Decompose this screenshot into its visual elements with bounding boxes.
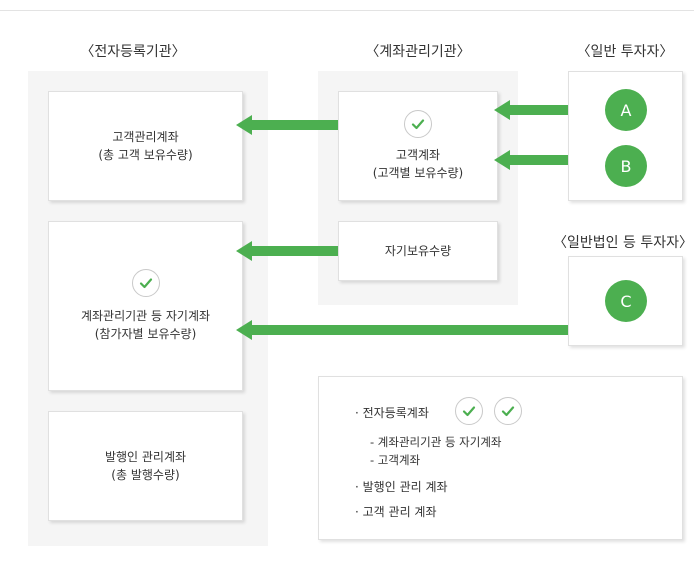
legend-electronic-registry-account: · 전자등록계좌	[355, 406, 429, 420]
card-customer-account: 고객계좌 (고객별 보유수량)	[338, 91, 498, 201]
card-sublabel: (참가자별 보유수량)	[94, 327, 197, 341]
legend-sub-customer-account: - 고객계좌	[370, 453, 421, 467]
title-account-mgmt-institution: 〈계좌관리기관〉	[365, 44, 471, 60]
card-self-holding: 자기보유수량	[338, 221, 498, 281]
card-label: 발행인 관리계좌	[104, 450, 187, 464]
legend-customer-mgmt-account: · 고객 관리 계좌	[355, 505, 437, 519]
arrow-customer-account-to-mgmt	[236, 115, 338, 135]
top-divider	[0, 10, 694, 11]
investor-a-badge: A	[605, 89, 647, 131]
legend-sub-self-account: - 계좌관리기관 등 자기계좌	[370, 435, 502, 449]
investor-c-badge: C	[605, 280, 647, 322]
check-icon	[494, 397, 522, 425]
card-label: 고객계좌	[395, 148, 441, 162]
title-general-investor: 〈일반 투자자〉	[576, 44, 674, 60]
card-sublabel: (총 발행수량)	[111, 468, 180, 482]
card-self-account: 계좌관리기관 등 자기계좌 (참가자별 보유수량)	[48, 221, 243, 391]
card-label: 고객관리계좌	[112, 130, 179, 144]
check-icon	[404, 110, 432, 138]
arrow-self-holding-to-self-account	[236, 241, 338, 261]
arrow-c-to-self-account	[236, 320, 568, 340]
card-label: 자기보유수량	[384, 244, 452, 258]
card-sublabel: (총 고객 보유수량)	[98, 148, 193, 162]
check-icon	[455, 397, 483, 425]
check-icon	[131, 269, 160, 297]
card-label: 계좌관리기관 등 자기계좌	[80, 309, 211, 323]
title-electronic-registry: 〈전자등록기관〉	[80, 44, 186, 60]
investor-b-badge: B	[605, 145, 647, 187]
card-sublabel: (고객별 보유수량)	[372, 166, 464, 180]
arrow-b-to-customer-account	[494, 150, 568, 170]
card-issuer-mgmt-account: 발행인 관리계좌 (총 발행수량)	[48, 411, 243, 521]
title-corporate-investor: 〈일반법인 등 투자자〉	[553, 235, 693, 251]
legend-issuer-mgmt-account: · 발행인 관리 계좌	[355, 480, 448, 494]
card-customer-mgmt-account: 고객관리계좌 (총 고객 보유수량)	[48, 91, 243, 201]
arrow-a-to-customer-account	[494, 100, 568, 120]
